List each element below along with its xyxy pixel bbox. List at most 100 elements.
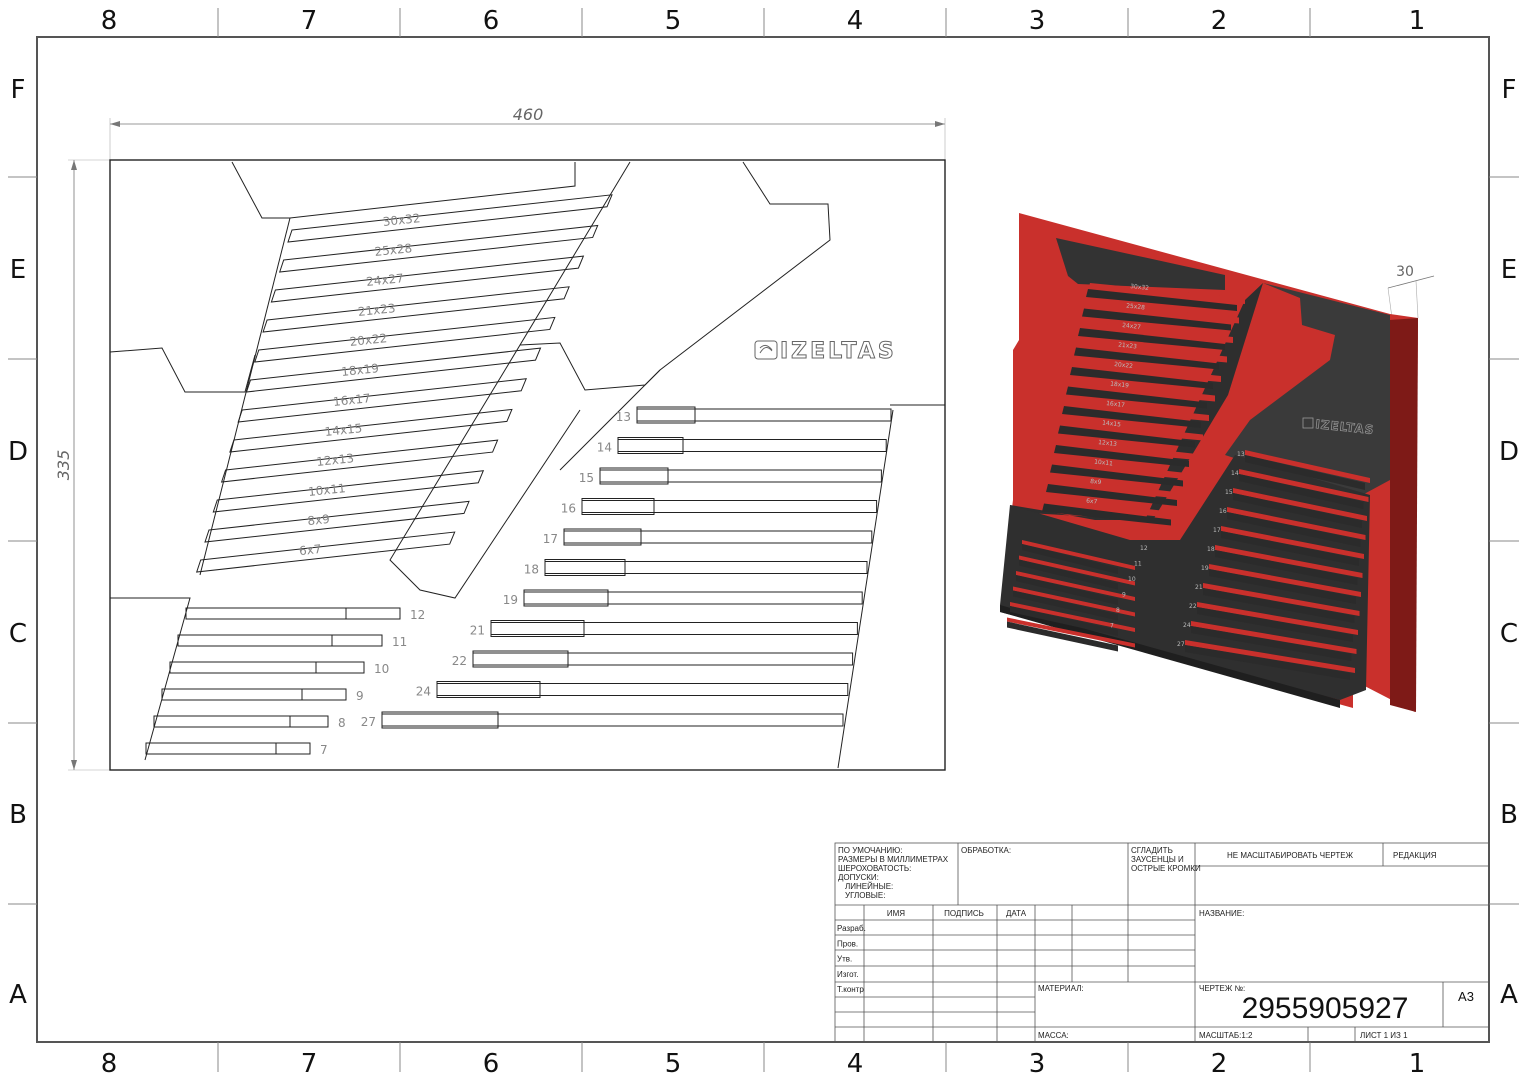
right-slot-3d	[1221, 531, 1359, 566]
foam-side-face	[1390, 318, 1418, 712]
right-slot-socket	[381, 711, 499, 729]
combo-slot	[195, 531, 456, 573]
front-view: 460 335 30x3225x2824x2721x2320x2218x1916…	[54, 105, 946, 771]
right-slot-socket	[617, 437, 684, 454]
combo-slot	[237, 378, 527, 423]
deburr-line: СГЛАДИТЬ	[1131, 846, 1173, 855]
left-slot-3d-red	[1016, 571, 1135, 601]
right-slot-socket	[544, 559, 626, 576]
left-slot-3d-label: 7	[1110, 623, 1114, 630]
combo-slot-3d	[1058, 425, 1195, 448]
defaults-line: ПО УМОЧАНИЮ:	[838, 846, 903, 855]
right-slot-3d-red	[1233, 488, 1367, 521]
right-upper-block-3d	[1225, 283, 1390, 500]
left-slot-label: 11	[392, 635, 407, 649]
right-slot	[581, 500, 878, 513]
top-cutout-3d	[1056, 238, 1225, 290]
combo-slot	[287, 194, 613, 243]
right-slot-3d	[1191, 626, 1352, 661]
title-block-text: ПО УМОЧАНИЮ:РАЗМЕРЫ В МИЛЛИМЕТРАХШЕРОХОВ…	[837, 846, 1474, 1040]
right-slot-label: 17	[543, 532, 558, 546]
signature-row-label: Т.контр	[837, 985, 864, 994]
combo-slot-3d-label: 30x32	[1130, 283, 1150, 292]
combo-slot-3d-red	[1084, 302, 1239, 324]
zone-col-bottom: 4	[847, 1049, 864, 1079]
combo-slot-3d	[1062, 406, 1201, 428]
title-label: НАЗВАНИЕ:	[1199, 909, 1244, 918]
drawing-no-label: ЧЕРТЕЖ №:	[1199, 984, 1245, 993]
right-slot	[636, 408, 892, 422]
right-slot-socket	[490, 620, 585, 637]
zone-col-top: 6	[483, 6, 500, 36]
left-slot	[177, 634, 383, 647]
combo-slot-label: 8x9	[307, 512, 331, 528]
left-slot-3d	[1022, 544, 1118, 574]
combo-slot-3d-label: 12x13	[1098, 439, 1118, 448]
zone-col-top: 3	[1029, 6, 1046, 36]
combo-slot-3d-label: 16x17	[1106, 400, 1126, 409]
combo-slot-3d-red	[1088, 283, 1245, 304]
combo-slot-label: 25x28	[374, 241, 413, 259]
defaults-line: ШЕРОХОВАТОСТЬ:	[838, 864, 911, 873]
right-slot-label: 15	[579, 471, 594, 485]
right-slot-3d-red	[1209, 564, 1361, 597]
combo-slot-3d-red	[1048, 478, 1185, 499]
combo-slot	[245, 347, 542, 393]
combo-slot-label: 16x17	[332, 391, 371, 409]
combo-slot-3d-red	[1052, 458, 1191, 480]
logo-wave-icon	[759, 344, 773, 354]
left-slot-3d-red	[1013, 586, 1135, 617]
left-slot-label: 8	[338, 716, 346, 730]
foam-outline	[109, 159, 946, 771]
left-slot	[169, 661, 365, 674]
zone-row-left: C	[9, 619, 27, 649]
left-slot-socket	[289, 715, 329, 728]
right-slot-3d-red	[1185, 640, 1355, 673]
right-slot-label: 18	[524, 563, 539, 577]
combo-pocket-right-edge	[389, 161, 631, 599]
zone-col-bottom: 1	[1409, 1049, 1426, 1079]
combo-divider-3d	[1010, 283, 1263, 520]
combo-slot-label: 12x13	[316, 451, 355, 469]
combo-slot-3d-red	[1060, 419, 1203, 441]
top-left-cutout	[231, 161, 576, 219]
left-slot-label: 7	[320, 743, 328, 757]
right-slot-label: 24	[416, 685, 431, 699]
no-scale-note: НЕ МАСШТАБИРОВАТЬ ЧЕРТЕЖ	[1227, 851, 1354, 860]
signature-rows: Разраб.Пров.Утв.Изгот.Т.контр	[837, 924, 866, 994]
left-slot-label: 12	[410, 608, 425, 622]
zone-row-right: F	[1502, 75, 1517, 105]
left-slot-3d	[1013, 590, 1118, 621]
right-slot-3d	[1197, 607, 1353, 642]
combo-slot-3d-label: 24x27	[1122, 322, 1142, 331]
zone-col-bottom: 5	[665, 1049, 682, 1079]
left-pocket-edge	[110, 597, 191, 761]
right-slot-3d-label: 18	[1207, 546, 1215, 553]
finish-label: ОБРАБОТКА:	[961, 846, 1011, 855]
left-slot	[145, 742, 311, 755]
left-slot-3d	[1010, 606, 1118, 636]
left-slot-3d	[1019, 559, 1118, 590]
drawing-number: 2955905927	[1242, 992, 1409, 1025]
right-slot-label: 27	[361, 715, 376, 729]
right-slot-3d-red	[1245, 450, 1370, 483]
combo-slot-3d-label: 25x28	[1126, 303, 1146, 312]
right-slot-socket	[636, 406, 696, 424]
right-slot-3d-label: 19	[1201, 565, 1209, 572]
right-slot	[381, 713, 844, 727]
zone-col-bottom: 6	[483, 1049, 500, 1079]
left-slot-socket	[315, 661, 365, 674]
zone-col-bottom: 7	[301, 1049, 318, 1079]
defaults-line: РАЗМЕРЫ В МИЛЛИМЕТРАХ	[838, 855, 949, 864]
right-slot-3d-label: 17	[1213, 527, 1221, 534]
left-slot-3d-label: 9	[1122, 592, 1126, 599]
combo-slot-3d-red	[1064, 400, 1209, 421]
zone-ticks	[8, 8, 1519, 1072]
combo-slot	[229, 408, 513, 453]
combo-slot-3d-label: 14x15	[1102, 420, 1122, 429]
combo-slot-3d	[1082, 308, 1231, 331]
